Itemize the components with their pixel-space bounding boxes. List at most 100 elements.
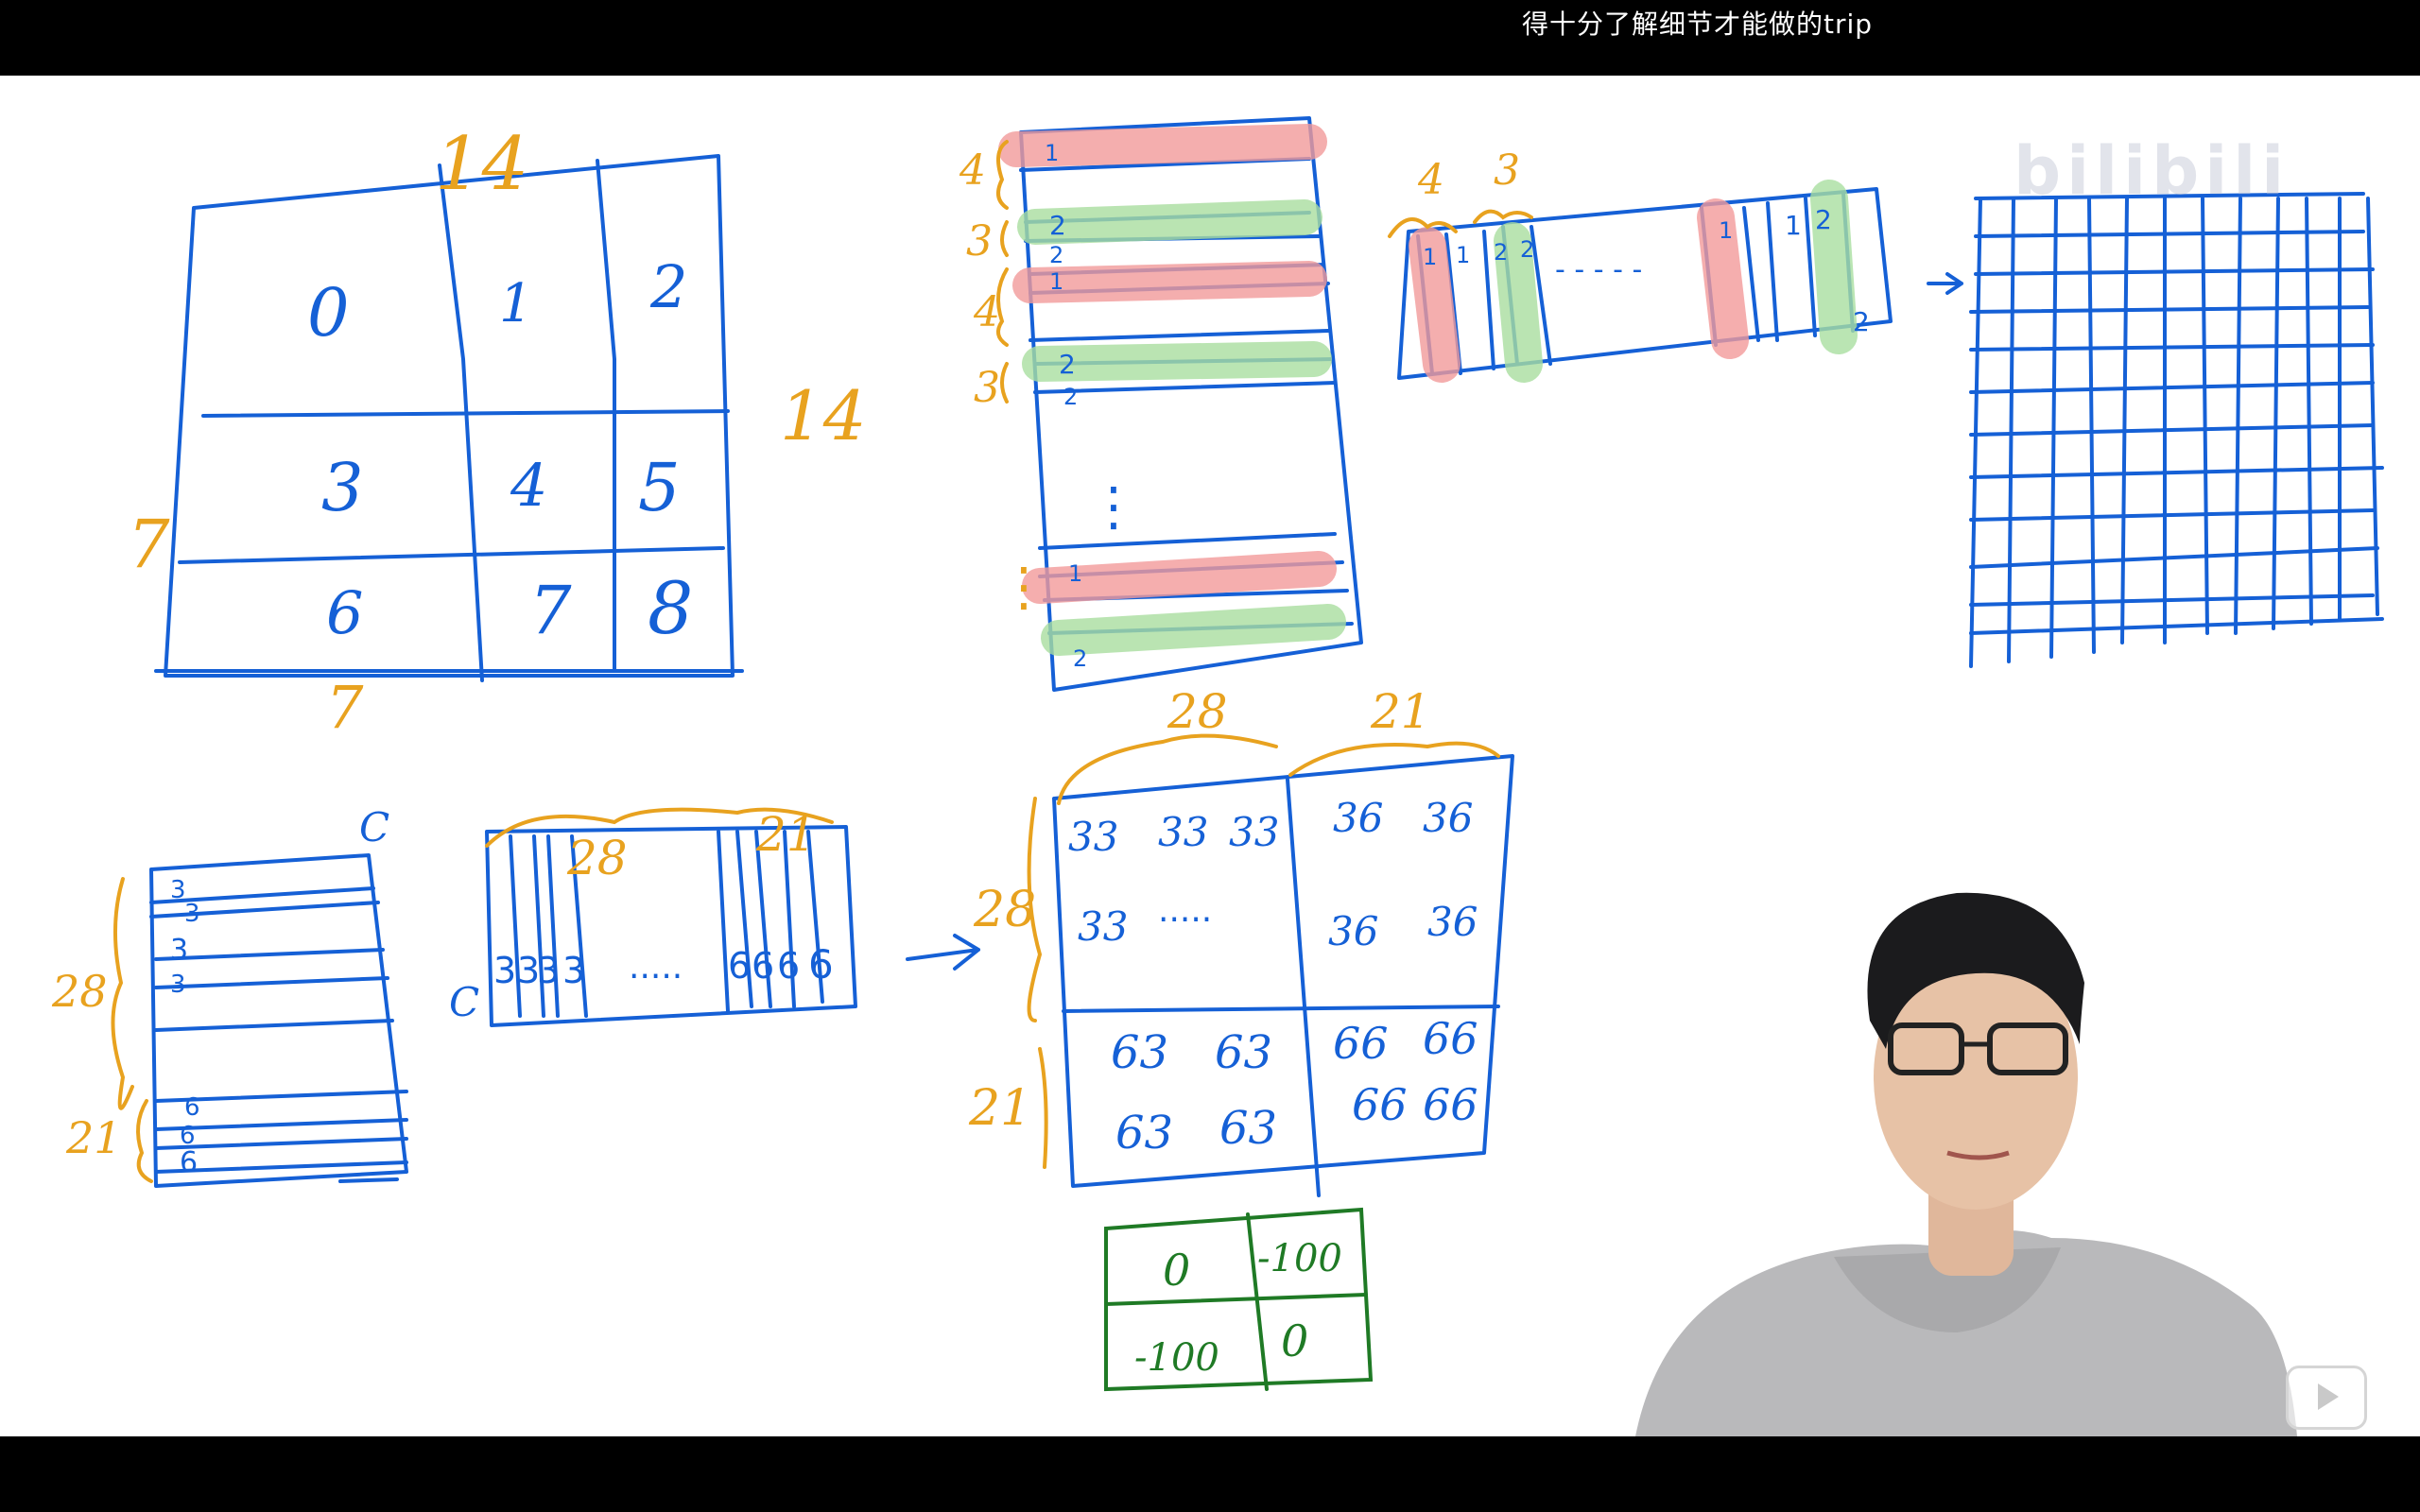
stack-label: 3 bbox=[974, 364, 1000, 412]
bm-top-label: 21 bbox=[755, 807, 817, 862]
bm-col-mark: 3 bbox=[517, 950, 540, 991]
block-cell: 33 bbox=[1158, 809, 1208, 855]
strip-mark: 2 bbox=[1494, 239, 1508, 266]
presenter-video bbox=[1635, 892, 2297, 1436]
bl-row-mark: 3 bbox=[170, 876, 186, 904]
grid-cell: 6 bbox=[326, 578, 363, 647]
play-icon[interactable] bbox=[2286, 1366, 2367, 1430]
grid3x3-frame bbox=[164, 154, 735, 678]
block-cell: 63 bbox=[1115, 1107, 1173, 1160]
strip-label: 4 bbox=[1417, 156, 1444, 204]
block-matrix-frame bbox=[1052, 754, 1514, 1188]
stack-label: 4 bbox=[973, 288, 1000, 336]
block-cell: 66 bbox=[1352, 1079, 1408, 1130]
block-cell: 33 bbox=[1068, 814, 1118, 860]
c-label: C bbox=[359, 804, 389, 850]
block-cell: 66 bbox=[1333, 1018, 1389, 1069]
block-cell: 66 bbox=[1423, 1079, 1478, 1130]
bl-left-label: 21 bbox=[65, 1112, 122, 1163]
strip-mark: 2 bbox=[1853, 306, 1870, 337]
block-cell: 33 bbox=[1229, 809, 1279, 855]
stack-label: 3 bbox=[966, 217, 993, 266]
grid-cell: 8 bbox=[648, 566, 693, 650]
bl-row-mark: 3 bbox=[170, 934, 188, 967]
video-bottom-bar bbox=[0, 1436, 2420, 1512]
bm-col-mark: 6 bbox=[752, 945, 774, 987]
strip-dots: - - - - - bbox=[1555, 253, 1642, 286]
stack-side-dots: ⋮ bbox=[997, 557, 1050, 618]
block-left-label: 28 bbox=[973, 882, 1036, 938]
block-top-label: 28 bbox=[1167, 684, 1228, 739]
mask-cell: -100 bbox=[1134, 1336, 1219, 1380]
bm-dots: ..... bbox=[629, 948, 683, 987]
grid-cell: 5 bbox=[638, 449, 681, 526]
bm-top-label: 28 bbox=[566, 831, 628, 885]
mask-matrix-frame bbox=[1104, 1207, 1374, 1392]
bm-col-mark: 6 bbox=[808, 941, 834, 988]
grid-cell: 1 bbox=[499, 273, 533, 335]
stack-row-mark: 2 bbox=[1049, 242, 1063, 268]
strip-mark: 1 bbox=[1456, 242, 1470, 268]
video-top-bar: 得十分了解细节才能做的trip bbox=[0, 0, 2420, 76]
bm-col-mark: 3 bbox=[537, 950, 560, 991]
block-dots: ..... bbox=[1158, 891, 1212, 930]
c-label: C bbox=[449, 979, 479, 1025]
subtitle-text: 得十分了解细节才能做的trip bbox=[1522, 9, 1874, 40]
bm-col-mark: 6 bbox=[728, 945, 751, 987]
whiteboard-drawing: 14 14 7 7 0 1 2 3 4 5 6 7 8 4 3 4 3 1 2 … bbox=[51, 116, 2384, 1436]
strip-mark: 1 bbox=[1785, 210, 1802, 241]
arrow-icon bbox=[906, 934, 980, 971]
strip-mark: 2 bbox=[1520, 236, 1534, 263]
stack-row-mark: 1 bbox=[1068, 560, 1082, 587]
block-left-label: 21 bbox=[968, 1080, 1031, 1137]
bl-row-mark: 3 bbox=[170, 971, 186, 999]
strip-label: 3 bbox=[1494, 146, 1520, 195]
arrow-icon bbox=[1927, 272, 1963, 295]
stack-row-mark: 1 bbox=[1045, 140, 1059, 166]
grid-cell: 2 bbox=[649, 252, 687, 321]
bl-row-mark: 6 bbox=[184, 1093, 200, 1122]
block-cell: 66 bbox=[1423, 1013, 1478, 1064]
mask-cell: 0 bbox=[1163, 1245, 1190, 1296]
whiteboard-canvas: 14 14 7 7 0 1 2 3 4 5 6 7 8 4 3 4 3 1 2 … bbox=[0, 76, 2420, 1436]
block-cell: 36 bbox=[1328, 908, 1378, 954]
mask-cell: -100 bbox=[1257, 1237, 1342, 1280]
bl-row-mark: 6 bbox=[180, 1146, 198, 1179]
bm-col-mark: 3 bbox=[493, 950, 516, 991]
grid-top-label: 14 bbox=[435, 122, 528, 207]
stack-row-mark: 2 bbox=[1073, 645, 1087, 672]
block-top-label: 21 bbox=[1370, 684, 1431, 739]
row-stack-frame bbox=[1019, 116, 1363, 692]
stack-dots: ⋮ bbox=[1087, 476, 1140, 538]
mask-cell: 0 bbox=[1281, 1315, 1308, 1366]
strip-mark: 1 bbox=[1423, 244, 1437, 270]
bottom-left-matrix bbox=[149, 853, 408, 1188]
bl-row-mark: 6 bbox=[180, 1122, 196, 1150]
grid-right-label: 14 bbox=[780, 376, 867, 455]
block-cell: 63 bbox=[1219, 1102, 1277, 1155]
block-cell: 36 bbox=[1423, 795, 1473, 841]
stack-row-mark: 2 bbox=[1059, 349, 1076, 380]
grid-left-label: 7 bbox=[128, 506, 170, 583]
block-cell: 36 bbox=[1427, 899, 1478, 945]
grid-bottom-label: 7 bbox=[326, 673, 364, 742]
strip-mark: 1 bbox=[1719, 217, 1733, 244]
bm-col-mark: 3 bbox=[562, 950, 585, 991]
block-cell: 63 bbox=[1111, 1026, 1168, 1079]
grid-cell: 3 bbox=[321, 449, 364, 526]
stack-row-mark: 2 bbox=[1049, 210, 1066, 241]
block-cell: 33 bbox=[1078, 903, 1128, 950]
bm-col-mark: 6 bbox=[777, 945, 800, 987]
grid-cell: 0 bbox=[307, 274, 350, 352]
block-cell: 63 bbox=[1215, 1026, 1272, 1079]
stack-row-mark: 2 bbox=[1063, 384, 1078, 410]
bl-row-mark: 3 bbox=[184, 900, 200, 928]
strip-mark: 2 bbox=[1815, 204, 1832, 235]
bottom-middle-matrix bbox=[485, 825, 857, 1027]
grid-cell: 4 bbox=[510, 451, 547, 520]
stack-row-mark: 1 bbox=[1049, 268, 1063, 295]
bl-left-label: 28 bbox=[51, 966, 108, 1017]
bilibili-watermark: bilibili bbox=[2014, 132, 2290, 210]
stack-label: 4 bbox=[959, 146, 986, 195]
grid-cell: 7 bbox=[529, 572, 572, 649]
